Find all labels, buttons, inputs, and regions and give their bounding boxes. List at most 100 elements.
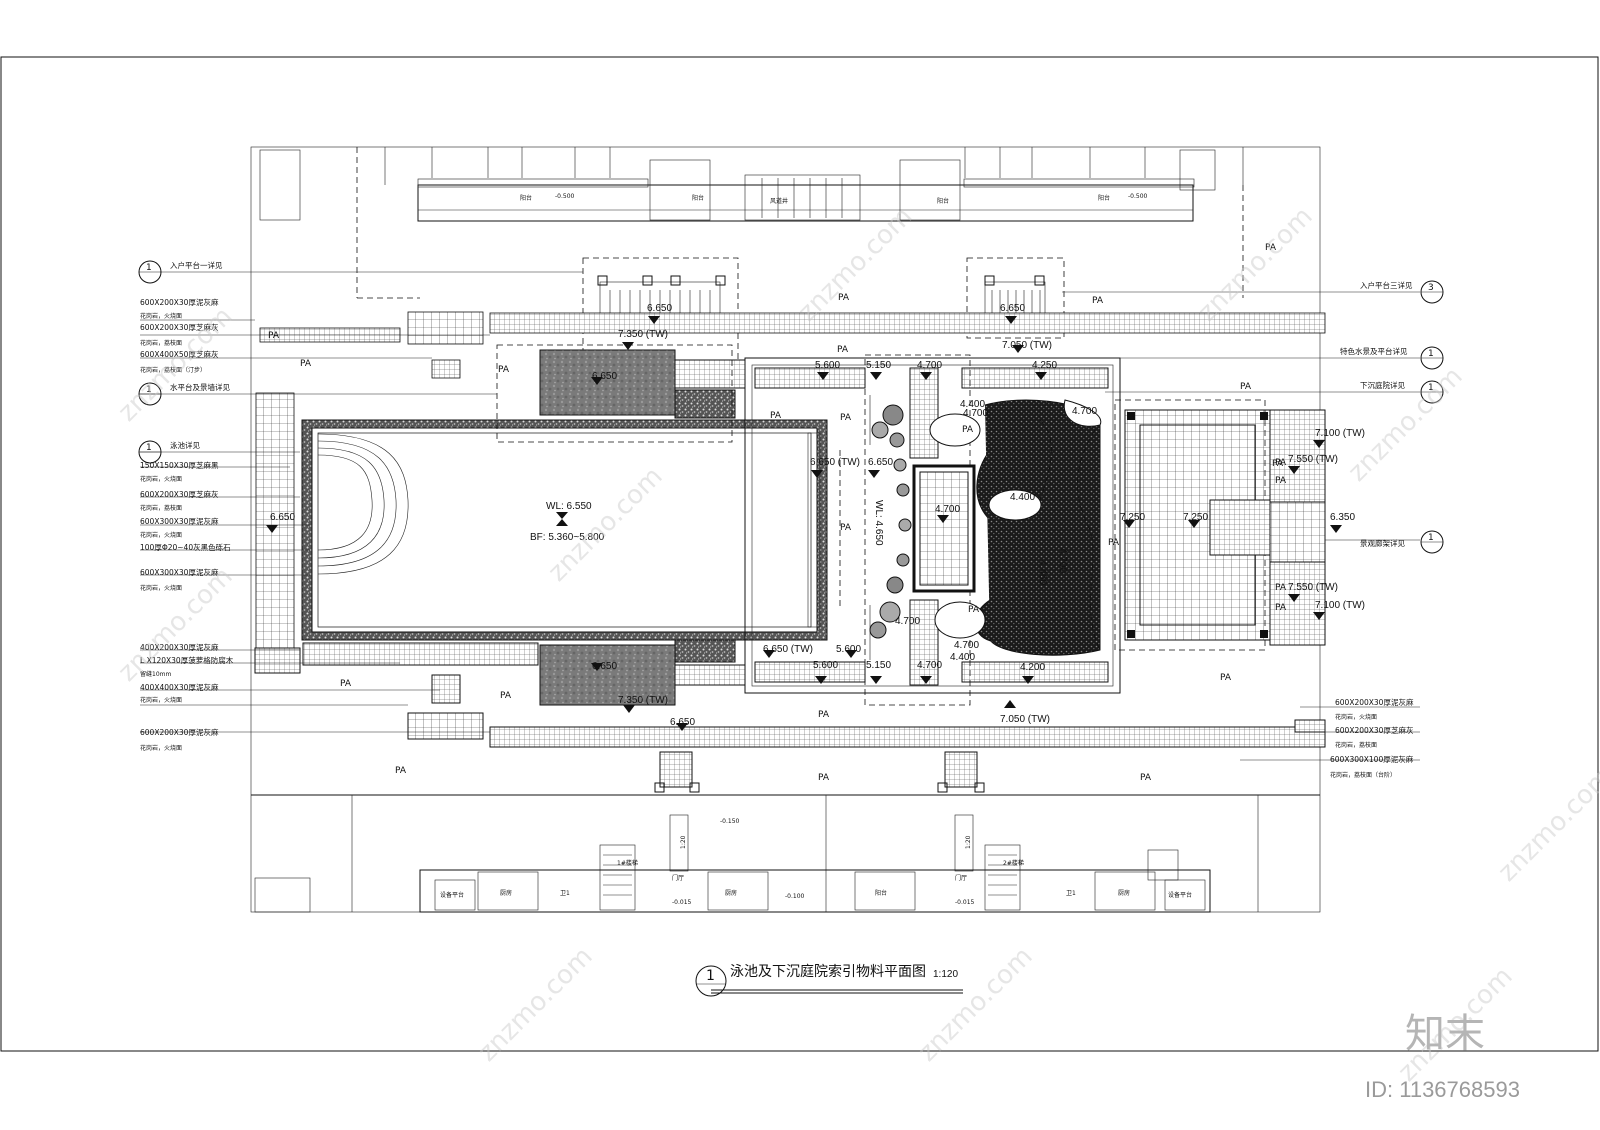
pa-3: PA xyxy=(1265,243,1277,253)
pa-4: PA xyxy=(268,331,280,341)
svg-text:6.650: 6.650 xyxy=(270,512,295,523)
svg-text:5.150: 5.150 xyxy=(866,360,891,371)
pa-17: PA xyxy=(1272,459,1284,469)
pa-11: PA xyxy=(1240,382,1252,392)
paving-pool-bottom xyxy=(302,642,539,666)
pa-25: PA xyxy=(818,773,830,783)
svg-text:4.700: 4.700 xyxy=(935,504,960,515)
pa-5: PA xyxy=(300,359,312,369)
label-pool: 泳池详见 xyxy=(170,440,200,450)
mat-8: 600X300X30厚泥灰麻 xyxy=(140,567,219,577)
left-callout-texts: 入户平台一详见 600X200X30厚泥灰麻 花岗岩，火烧面 600X200X3… xyxy=(140,260,234,752)
svg-text:4.460: 4.460 xyxy=(1037,560,1048,585)
svg-text:WL: 4.650: WL: 4.650 xyxy=(873,500,884,546)
svg-text:7.350 (TW): 7.350 (TW) xyxy=(618,329,668,340)
mat-6: 600X300X30厚泥灰麻 xyxy=(140,516,219,526)
callout-entry-1: 1 xyxy=(138,260,162,284)
pa-16: PA xyxy=(1275,603,1287,613)
svg-text:znzmo.com: znzmo.com xyxy=(473,941,599,1067)
pa-9: PA xyxy=(840,413,852,423)
paving-right-strip xyxy=(1294,719,1326,733)
mat-12b: 花岗岩，火烧面 xyxy=(140,744,182,752)
paving-pool-corner xyxy=(254,647,301,674)
brand-id: ID: 1136768593 xyxy=(1365,1077,1520,1102)
pa-22: PA xyxy=(500,691,512,701)
svg-text:5.600: 5.600 xyxy=(813,660,838,671)
svg-text:7.050 (TW): 7.050 (TW) xyxy=(1002,340,1052,351)
svg-text:7.100 (TW): 7.100 (TW) xyxy=(1315,600,1365,611)
pa-26: PA xyxy=(1140,773,1152,783)
svg-text:1: 1 xyxy=(1428,383,1434,393)
mat-r2: 600X200X30厚芝麻灰 xyxy=(1335,725,1414,735)
paving-top-strip xyxy=(489,312,1326,334)
pa-7: PA xyxy=(837,345,849,355)
brand-logo: 知末 xyxy=(1405,1011,1485,1057)
room-kitchen-1: 厨房 xyxy=(500,889,512,897)
stepping-stone-b xyxy=(431,674,461,704)
room-kitchen-3: 厨房 xyxy=(1118,889,1130,897)
svg-text:4.700: 4.700 xyxy=(1072,406,1097,417)
svg-text:4.700: 4.700 xyxy=(917,660,942,671)
top-building: 阳台 阳台 风道井 阳台 阳台 -0.500 -0.500 xyxy=(259,147,1244,222)
right-callout-texts: 入户平台三详见 特色水景及平台详见 下沉庭院详见 景观廊架详见 600X200X… xyxy=(1330,280,1414,779)
room-foyer-1: 门厅 xyxy=(672,874,684,882)
paving-left-block-b xyxy=(407,712,484,740)
callout-feature-water: 1 xyxy=(1420,346,1444,370)
room-bath-2: 卫1 xyxy=(1066,890,1076,897)
pa-1: PA xyxy=(838,293,850,303)
mat-5: 600X200X30厚芝麻灰 xyxy=(140,489,219,499)
room-shaft: 风道井 xyxy=(770,197,788,205)
water-platform-outline xyxy=(496,344,733,443)
mat-4b: 花岗岩，火烧面 xyxy=(140,475,182,483)
gravel-bottom xyxy=(674,639,736,663)
svg-text:6.650: 6.650 xyxy=(670,717,695,728)
mat-2: 600X200X30厚芝麻灰 xyxy=(140,322,219,332)
ramp-1: 1:20 xyxy=(680,835,687,849)
svg-text:5.600: 5.600 xyxy=(836,644,861,655)
step-bottom-a xyxy=(674,664,746,686)
callout-sunken-court: 1 xyxy=(1420,380,1444,404)
room-balcony-3: 阳台 xyxy=(937,197,949,205)
room-stair-2: 2#楼梯 xyxy=(1003,859,1024,867)
sunken-courtyard xyxy=(744,354,1121,706)
svg-text:1: 1 xyxy=(1428,533,1434,543)
svg-text:6.650: 6.650 xyxy=(1000,303,1025,314)
mat-r1b: 花岗岩，火烧面 xyxy=(1335,713,1377,721)
svg-text:7.550 (TW): 7.550 (TW) xyxy=(1288,582,1338,593)
mat-10b: 留缝10mm xyxy=(140,670,171,678)
svg-text:4.700: 4.700 xyxy=(954,640,979,651)
level-m0015-a: -0.015 xyxy=(672,899,692,906)
svg-text:znzmo.com: znzmo.com xyxy=(1493,761,1600,887)
sheet-frame xyxy=(0,56,1599,1052)
pa-labels: PA PA PA PA PA PA PA PA PA PA PA PA PA P… xyxy=(268,243,1287,783)
label-pergola: 景观廊架详见 xyxy=(1360,538,1405,548)
ramp-2: 1:20 xyxy=(965,835,972,849)
pool-bf: BF: 5.360~5.800 xyxy=(530,532,605,543)
pa-23: PA xyxy=(818,710,830,720)
svg-text:4.200: 4.200 xyxy=(1020,662,1045,673)
level-m0015-b: -0.015 xyxy=(955,899,975,906)
svg-text:7.250: 7.250 xyxy=(1120,512,1145,523)
callout-entry-3: 3 xyxy=(1420,280,1444,304)
svg-text:6.650: 6.650 xyxy=(647,303,672,314)
paving-bottom-strip xyxy=(489,726,1326,748)
svg-text:4.250: 4.250 xyxy=(1032,360,1057,371)
level-m0150: -0.150 xyxy=(720,818,740,825)
pa-13: PA xyxy=(1275,458,1287,468)
label-entry-1: 入户平台一详见 xyxy=(170,260,223,270)
pa-20: PA xyxy=(1220,673,1232,683)
title-index: 1 xyxy=(706,968,715,984)
water-feature-top xyxy=(539,349,676,416)
label-entry-3: 入户平台三详见 xyxy=(1360,280,1413,290)
pa-18: PA xyxy=(1108,538,1120,548)
callout-water-platform: 1 xyxy=(138,382,162,406)
room-stair-1: 1#楼梯 xyxy=(617,859,638,867)
paving-left-block xyxy=(407,311,484,345)
drawing-scale: 1:120 xyxy=(933,969,958,980)
svg-text:7.250: 7.250 xyxy=(1183,512,1208,523)
left-leaders xyxy=(140,271,583,733)
pa-12: PA xyxy=(962,425,974,435)
drawing-title-block: 1 泳池及下沉庭院索引物料平面图 1:120 xyxy=(695,963,963,997)
mat-8b: 花岗岩，火烧面 xyxy=(140,584,182,592)
room-foyer-2: 门厅 xyxy=(955,874,967,882)
